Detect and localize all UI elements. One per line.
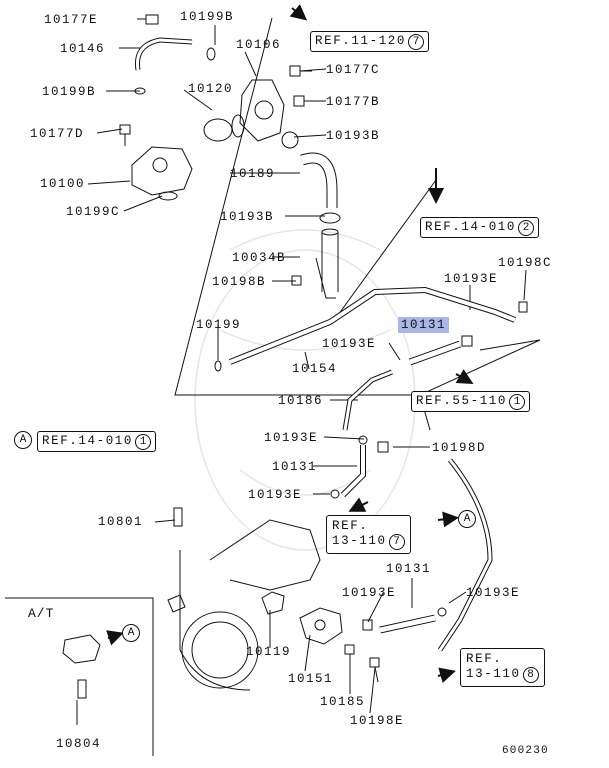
part-label-10146: 10146: [60, 42, 106, 56]
ref-text-line1: REF.: [466, 652, 503, 666]
part-label-10193B-a: 10193B: [326, 129, 381, 143]
part-label-10177E: 10177E: [44, 13, 99, 27]
ref-text: REF.14-010: [425, 220, 517, 234]
part-label-10193E-f: 10193E: [466, 586, 521, 600]
part-label-10193E-a: 10193E: [444, 272, 499, 286]
part-label-10199C: 10199C: [66, 205, 121, 219]
part-label-10193E-b: 10193E: [322, 337, 377, 351]
ref-number: 2: [518, 220, 535, 236]
ref-number: 8: [522, 667, 539, 683]
part-label-10189: 10189: [230, 167, 276, 181]
inset-title-at: A/T: [28, 606, 55, 621]
part-label-10120: 10120: [188, 82, 234, 96]
ref-text: REF.11-120: [315, 34, 407, 48]
part-label-10131-c: 10131: [386, 562, 432, 576]
part-label-10193E-d: 10193E: [248, 488, 303, 502]
part-label-10154: 10154: [292, 362, 338, 376]
part-label-10177D: 10177D: [30, 127, 85, 141]
part-label-10198E: 10198E: [350, 714, 405, 728]
part-label-10199: 10199: [196, 318, 242, 332]
part-label-10193E-c: 10193E: [264, 431, 319, 445]
part-label-10131-b: 10131: [272, 460, 318, 474]
part-label-10198B: 10198B: [212, 275, 267, 289]
part-label-10193B-b: 10193B: [220, 210, 275, 224]
part-label-10193E-e: 10193E: [342, 586, 397, 600]
part-label-10186: 10186: [278, 394, 324, 408]
ref-text: REF.14-010: [42, 434, 134, 448]
ref-number: 1: [509, 394, 526, 410]
part-label-10034B: 10034B: [232, 251, 287, 265]
part-label-10801: 10801: [98, 515, 144, 529]
ref-number: 7: [408, 34, 425, 50]
diagram-code: 600230: [502, 745, 549, 757]
part-label-10804: 10804: [56, 737, 102, 751]
part-label-10198C: 10198C: [498, 256, 553, 270]
part-label-10199B-top: 10199B: [180, 10, 235, 24]
callout-a-marker-inset: A: [122, 624, 140, 642]
part-label-10131-highlighted[interactable]: 10131: [398, 317, 450, 333]
callout-a-marker-left: A: [14, 431, 32, 449]
part-label-10100: 10100: [40, 177, 86, 191]
callout-a-marker-mid: A: [458, 510, 476, 528]
part-label-10185: 10185: [320, 695, 366, 709]
ref-text: REF.55-110: [416, 394, 508, 408]
part-label-10106: 10106: [236, 38, 282, 52]
part-label-10177B: 10177B: [326, 95, 381, 109]
ref-text-line2: 13-110: [466, 667, 521, 681]
ref-number: 7: [388, 534, 405, 550]
part-label-10119: 10119: [246, 645, 292, 659]
ref-text-line2: 13-110: [332, 534, 387, 548]
part-label-10199B-left: 10199B: [42, 85, 97, 99]
part-label-10151: 10151: [288, 672, 334, 686]
ref-number: 1: [135, 434, 152, 450]
ref-text-line1: REF.: [332, 519, 369, 533]
part-label-10177C: 10177C: [326, 63, 381, 77]
part-label-10198D: 10198D: [432, 441, 487, 455]
